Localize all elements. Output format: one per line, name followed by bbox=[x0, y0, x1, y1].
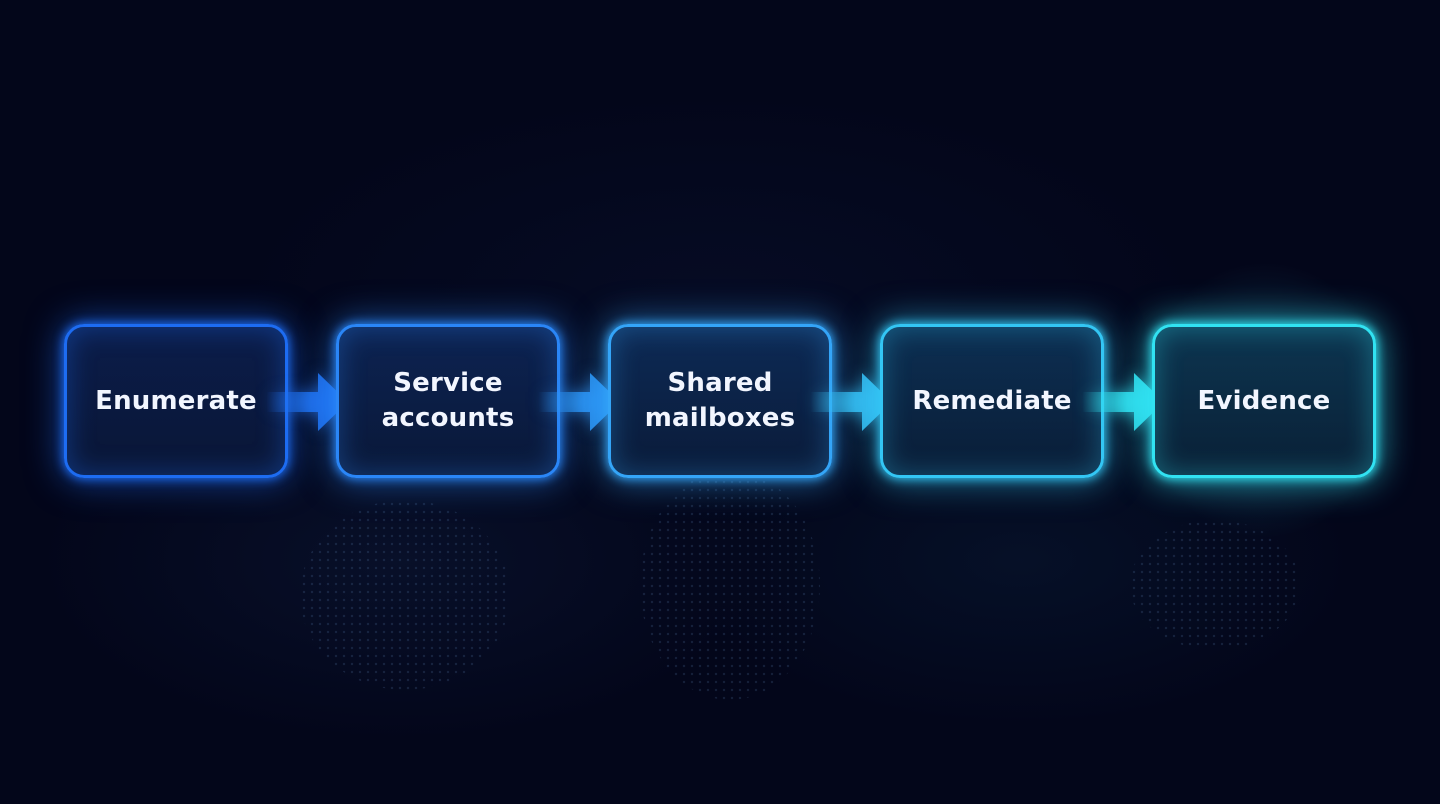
step-remediate: Remediate bbox=[880, 324, 1104, 478]
step-label: Service accounts bbox=[381, 368, 515, 433]
flow-arrow-icon bbox=[1082, 373, 1164, 431]
step-shared-mailboxes: Shared mailboxes bbox=[608, 324, 832, 478]
world-map-texture bbox=[1130, 520, 1300, 650]
step-label: Evidence bbox=[1197, 385, 1331, 416]
step-service-accounts: Service accounts bbox=[336, 324, 560, 478]
step-label: Remediate bbox=[912, 385, 1072, 416]
step-evidence: Evidence bbox=[1152, 324, 1376, 478]
flow-arrow-icon bbox=[266, 373, 348, 431]
step-label: Shared mailboxes bbox=[644, 368, 796, 433]
flow-arrow-icon bbox=[810, 373, 892, 431]
step-enumerate: Enumerate bbox=[64, 324, 288, 478]
step-label: Enumerate bbox=[95, 385, 257, 416]
world-map-texture bbox=[300, 500, 510, 690]
flow-arrow-icon bbox=[538, 373, 620, 431]
world-map-texture bbox=[640, 470, 820, 700]
